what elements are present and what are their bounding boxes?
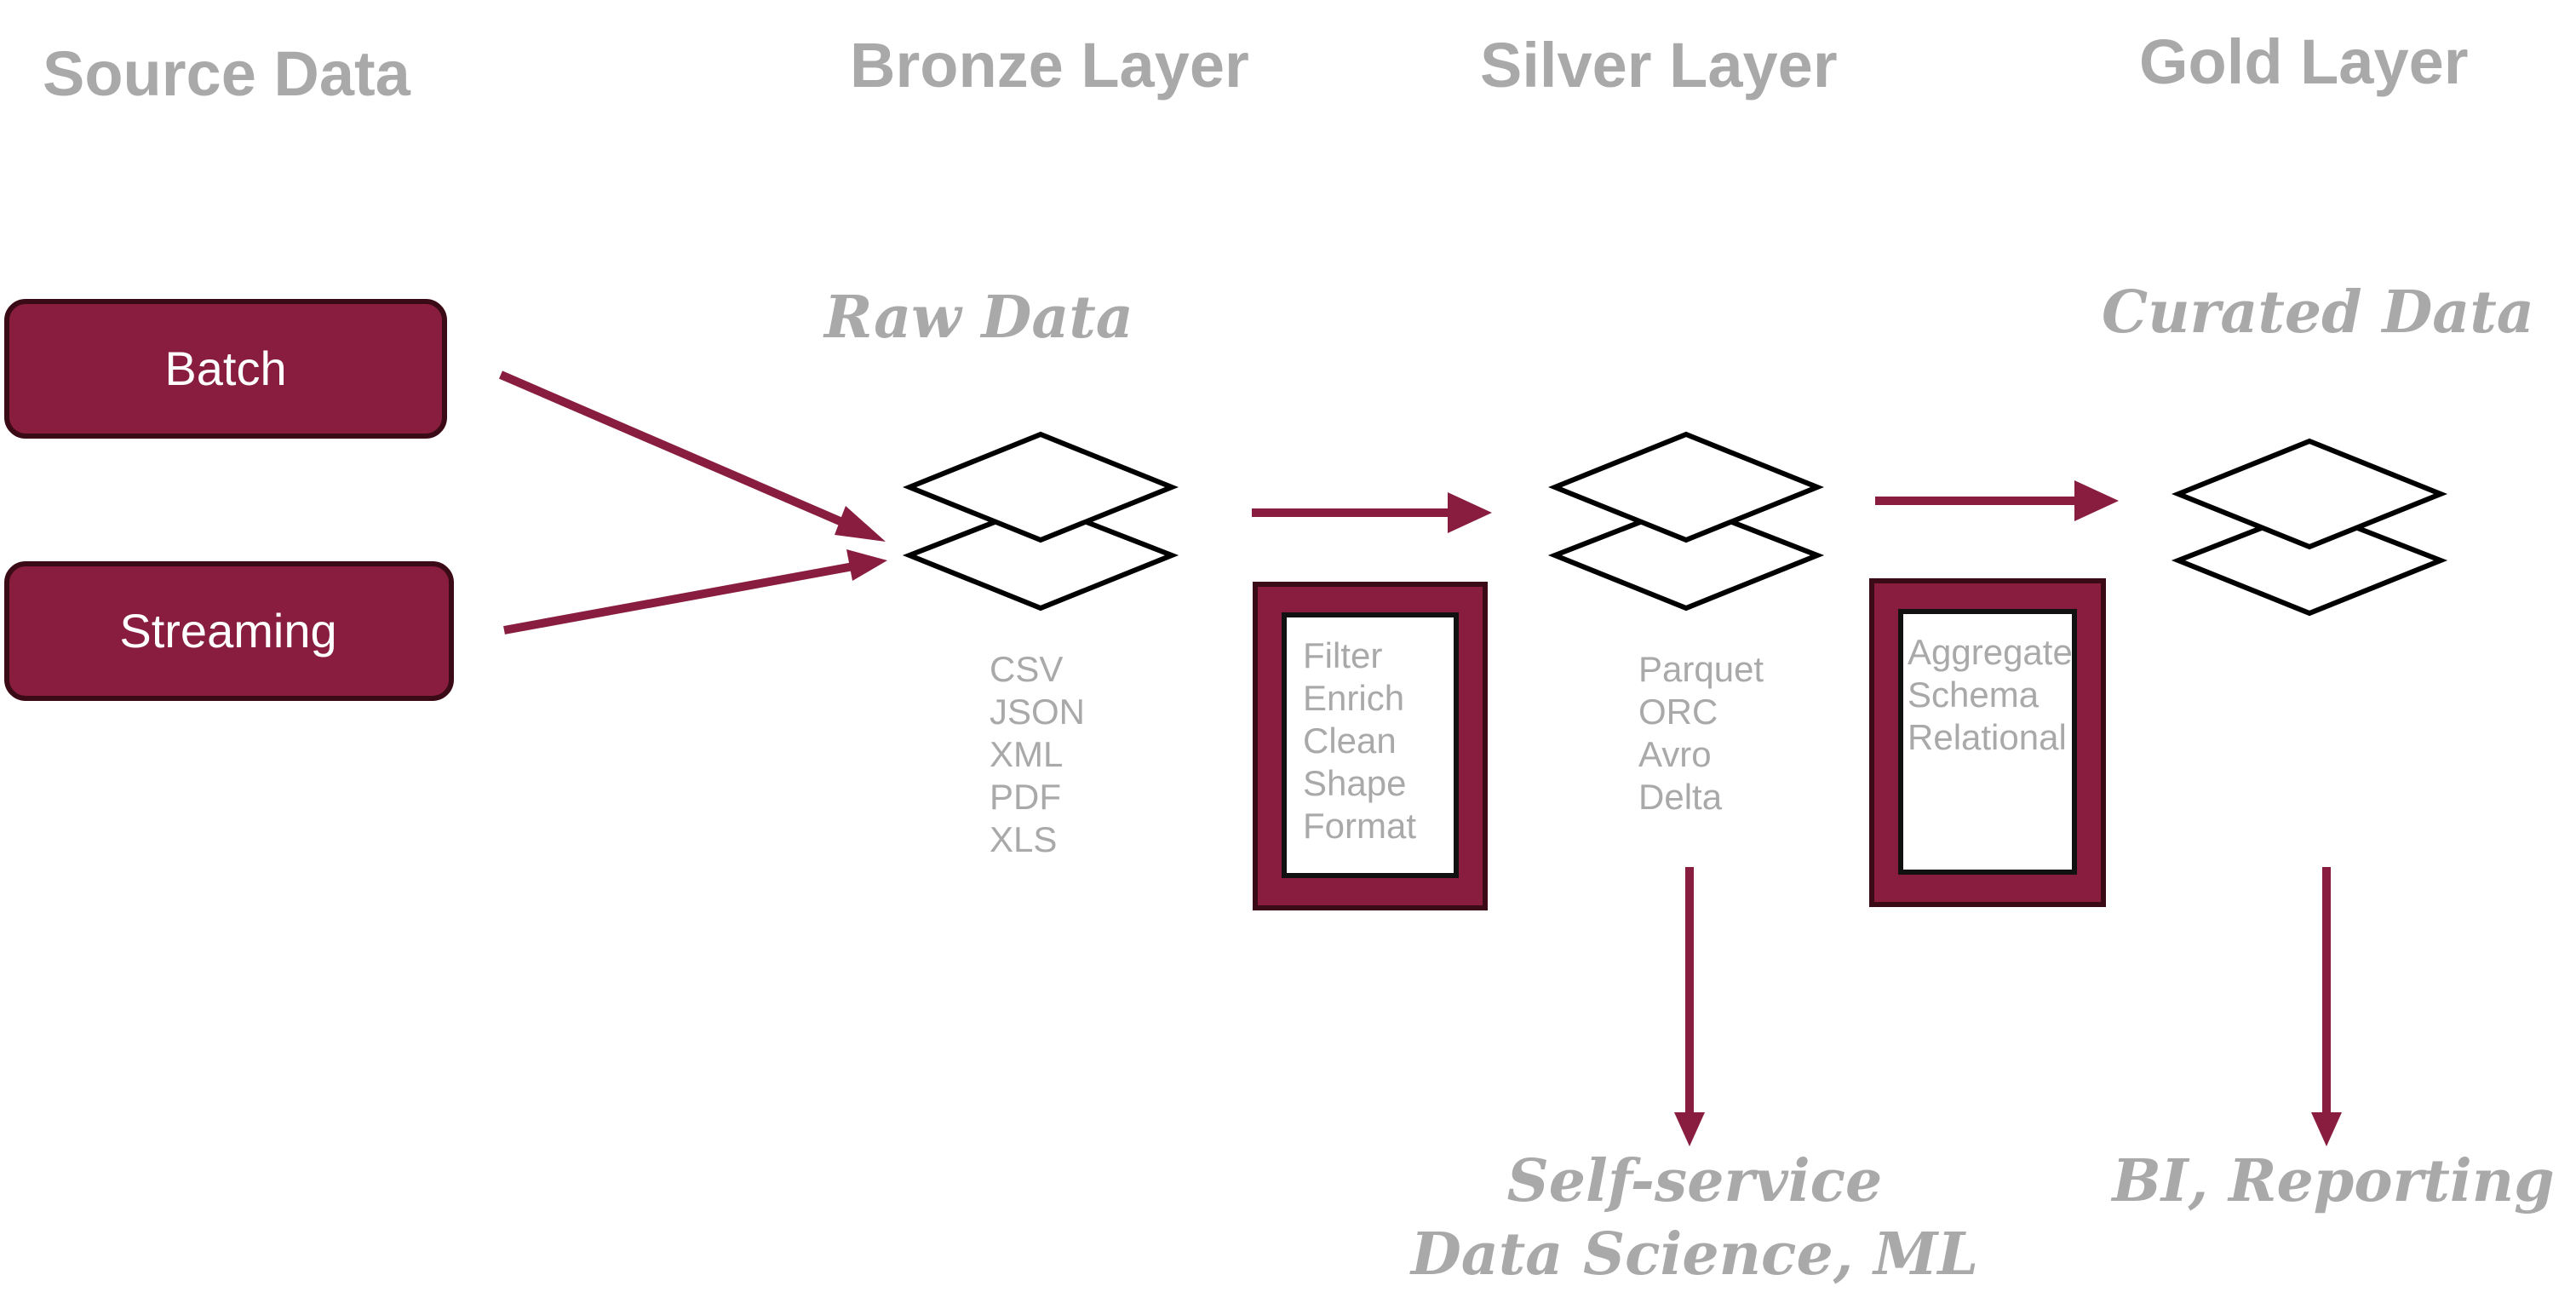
transform-step-item: Format: [1303, 806, 1416, 846]
transform-steps-box: Filter Enrich Clean Shape Format: [1253, 582, 1488, 910]
transform-step-item: Filter: [1303, 635, 1382, 675]
bronze-format-item: PDF: [990, 777, 1061, 817]
arrow-bronze-to-silver-icon: [1252, 492, 1492, 533]
output-bi-reporting: BI, Reporting: [2110, 1147, 2554, 1215]
gold-step-item: Relational: [1908, 717, 2067, 757]
gold-layers-icon: [2171, 438, 2448, 617]
subtitle-curated-data: Curated Data: [2102, 279, 2534, 347]
bronze-format-item: XML: [990, 734, 1063, 774]
arrow-silver-to-gold-icon: [1875, 480, 2119, 521]
silver-format-item: Avro: [1638, 734, 1712, 774]
bronze-format-item: CSV: [990, 649, 1063, 689]
arrow-gold-down-icon: [2311, 867, 2342, 1146]
silver-formats-list: Parquet ORC Avro Delta: [1638, 649, 1764, 817]
header-silver-layer: Silver Layer: [1480, 30, 1838, 100]
output-self-service: Self-service: [1507, 1147, 1883, 1215]
silver-format-item: Delta: [1638, 777, 1723, 817]
bronze-formats-list: CSV JSON XML PDF XLS: [990, 649, 1085, 859]
source-streaming-label: Streaming: [119, 604, 336, 658]
gold-step-item: Schema: [1908, 675, 2040, 715]
silver-format-item: Parquet: [1638, 649, 1764, 689]
source-batch-label: Batch: [164, 342, 286, 395]
arrow-silver-down-icon: [1674, 867, 1705, 1146]
output-data-science-ml: Data Science, ML: [1409, 1220, 1978, 1289]
header-source-data: Source Data: [43, 38, 411, 109]
bronze-format-item: XLS: [990, 819, 1057, 859]
transform-step-item: Clean: [1303, 721, 1397, 761]
bronze-format-item: JSON: [990, 692, 1085, 732]
bronze-layers-icon: [902, 431, 1179, 612]
transform-step-item: Shape: [1303, 763, 1406, 803]
gold-steps-box: Aggregate Schema Relational: [1869, 578, 2106, 907]
header-bronze-layer: Bronze Layer: [850, 30, 1249, 100]
arrow-streaming-to-bronze-icon: [503, 549, 887, 635]
source-batch-button[interactable]: Batch: [4, 299, 447, 439]
source-streaming-button[interactable]: Streaming: [4, 561, 454, 701]
arrow-batch-to-bronze-icon: [499, 370, 886, 542]
gold-step-item: Aggregate: [1908, 632, 2073, 672]
subtitle-raw-data: Raw Data: [823, 284, 1133, 352]
transform-step-item: Enrich: [1303, 678, 1404, 718]
silver-layers-icon: [1547, 431, 1825, 612]
header-gold-layer: Gold Layer: [2139, 26, 2469, 97]
silver-format-item: ORC: [1638, 692, 1718, 732]
